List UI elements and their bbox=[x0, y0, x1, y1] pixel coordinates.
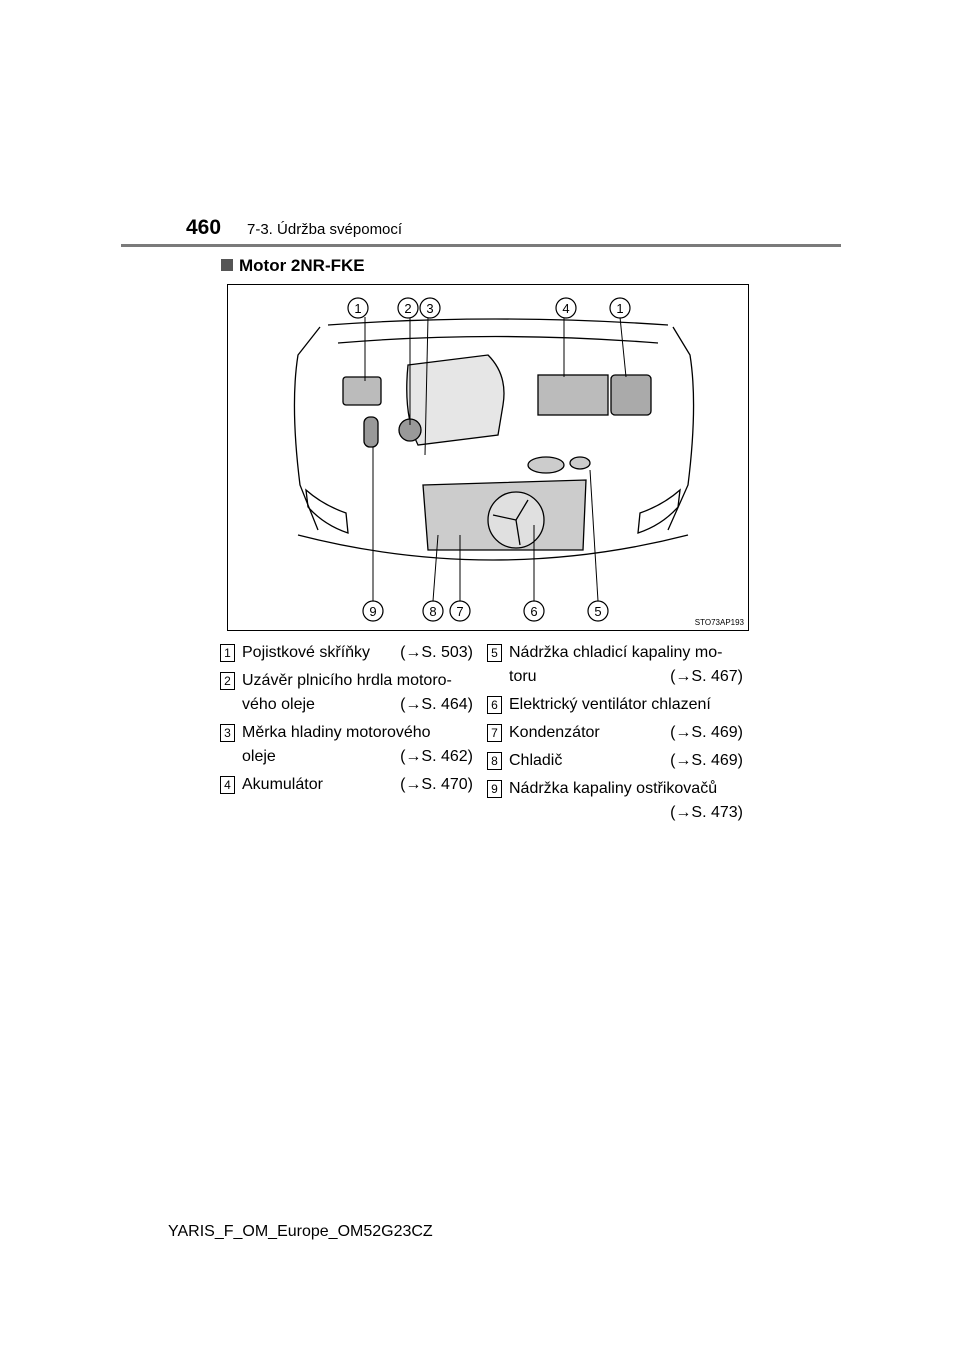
item-number: 5 bbox=[487, 644, 502, 662]
legend-item: 2 Uzávěr plnicího hrdla motoro- (→S. 464… bbox=[220, 669, 473, 717]
subsection-title: Motor 2NR-FKE bbox=[239, 256, 365, 275]
washer-tank-cap bbox=[363, 416, 379, 448]
legend-item: 8 (→S. 469) Chladič bbox=[487, 749, 743, 773]
engine-illustration: 1 2 3 4 1 9 8 7 6 5 bbox=[293, 297, 695, 622]
legend-right-column: 5 Nádržka chladicí kapaliny mo- (→S. 467… bbox=[487, 641, 743, 829]
bumper-line bbox=[297, 534, 689, 561]
callout-7: 7 bbox=[456, 604, 463, 619]
item-label: Pojistkové skříňky bbox=[242, 644, 371, 661]
right-fender bbox=[667, 326, 695, 531]
legend-item: 3 Měrka hladiny motorového (→S. 462) olej… bbox=[220, 721, 473, 769]
legend-left-column: 1 (→S. 503) Pojistkové skříňky 2 Uzávěr p… bbox=[220, 641, 473, 801]
item-number: 6 bbox=[487, 696, 502, 714]
page-number: 460 bbox=[186, 216, 222, 239]
hood-upper-edge bbox=[327, 318, 669, 326]
item-number: 2 bbox=[220, 672, 235, 690]
callout-8: 8 bbox=[429, 604, 436, 619]
document-footer: YARIS_F_OM_Europe_OM52G23CZ bbox=[168, 1223, 433, 1240]
left-fender bbox=[293, 326, 321, 531]
right-fuse-box bbox=[610, 374, 652, 416]
legend-item: 9 Nádržka kapaliny ostřikovačů (→S. 473) bbox=[487, 777, 743, 825]
subsection-heading: Motor 2NR-FKE bbox=[221, 256, 365, 276]
legend-item: 6 Elektrický ventilátor chlazení bbox=[487, 693, 743, 717]
callout-9: 9 bbox=[369, 604, 376, 619]
callout-5: 5 bbox=[594, 604, 601, 619]
left-headlight bbox=[305, 488, 349, 534]
item-label: Nádržka chladicí kapaliny mo- bbox=[509, 644, 723, 661]
item-label-cont: vého oleje bbox=[242, 696, 315, 713]
item-label: Kondenzátor bbox=[509, 724, 600, 741]
legend-item: 4 (→S. 470) Akumulátor bbox=[220, 773, 473, 797]
engine-cover bbox=[406, 354, 505, 446]
page-reference: (→S. 462) bbox=[400, 748, 473, 765]
header-rule bbox=[121, 244, 841, 247]
right-headlight bbox=[637, 488, 681, 534]
item-number: 1 bbox=[220, 644, 235, 662]
item-label: Akumulátor bbox=[242, 776, 323, 793]
item-number: 4 bbox=[220, 776, 235, 794]
engine-compartment-figure: 1 2 3 4 1 9 8 7 6 5 STO73AP193 bbox=[227, 284, 749, 631]
page-reference: (→S. 473) bbox=[670, 804, 743, 821]
page-reference: (→S. 464) bbox=[400, 696, 473, 713]
legend-item: 1 (→S. 503) Pojistkové skříňky bbox=[220, 641, 473, 665]
item-label: Chladič bbox=[509, 752, 563, 769]
page-reference: (→S. 469) bbox=[670, 752, 743, 769]
page-reference: (→S. 469) bbox=[670, 724, 743, 741]
item-number: 9 bbox=[487, 780, 502, 798]
item-label: Uzávěr plnicího hrdla motoro- bbox=[242, 672, 452, 689]
coolant-cap bbox=[569, 456, 591, 470]
callout-1-left: 1 bbox=[354, 301, 361, 316]
left-fuse-box bbox=[342, 376, 382, 406]
page-reference: (→S. 503) bbox=[400, 644, 473, 661]
item-label: Nádržka kapaliny ostřikovačů bbox=[509, 780, 718, 797]
page-reference: (→S. 470) bbox=[400, 776, 473, 793]
coolant-reservoir bbox=[527, 456, 565, 474]
item-number: 3 bbox=[220, 724, 235, 742]
callout-2: 2 bbox=[404, 301, 411, 316]
callout-6: 6 bbox=[530, 604, 537, 619]
battery bbox=[537, 374, 609, 416]
item-label: Elektrický ventilátor chlazení bbox=[509, 696, 711, 713]
hood-edge bbox=[337, 335, 659, 344]
callout-1-right: 1 bbox=[616, 301, 623, 316]
item-label: Měrka hladiny motorového bbox=[242, 724, 431, 741]
item-label-cont: toru bbox=[509, 668, 537, 685]
callout-4: 4 bbox=[562, 301, 569, 316]
page-reference: (→S. 467) bbox=[670, 668, 743, 685]
figure-code: STO73AP193 bbox=[694, 618, 744, 627]
callout-3: 3 bbox=[426, 301, 433, 316]
item-number: 7 bbox=[487, 724, 502, 742]
square-bullet-icon bbox=[221, 259, 233, 271]
legend-item: 7 (→S. 469) Kondenzátor bbox=[487, 721, 743, 745]
legend-item: 5 Nádržka chladicí kapaliny mo- (→S. 467… bbox=[487, 641, 743, 689]
item-label-cont: oleje bbox=[242, 748, 276, 765]
item-number: 8 bbox=[487, 752, 502, 770]
section-title: 7-3. Údržba svépomocí bbox=[247, 221, 403, 238]
